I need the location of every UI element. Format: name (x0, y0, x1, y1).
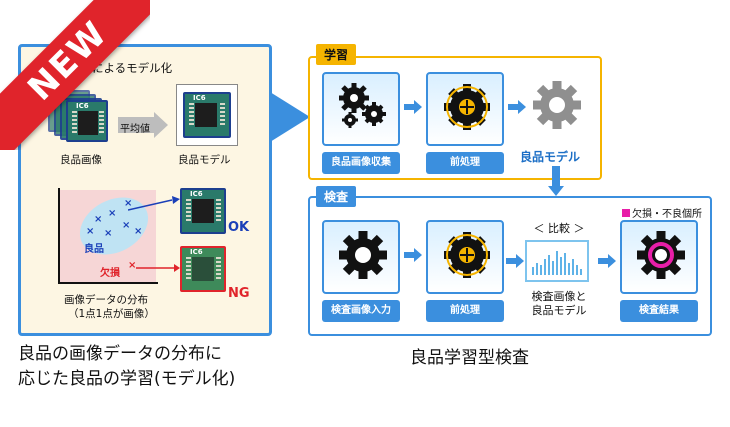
good-images-label: 良品画像 (60, 154, 102, 166)
defect-label: 欠損 (100, 268, 120, 279)
ok-pcb-image: IC6 (180, 188, 226, 234)
data-point: × (94, 214, 103, 225)
average-label: 平均値 (120, 124, 150, 135)
result-box (620, 220, 698, 294)
arrow-right-icon (508, 100, 526, 114)
input-image-label: 検査画像入力 (322, 300, 400, 322)
left-caption: 良品の画像データの分布に 応じた良品の学習(モデル化) (18, 344, 236, 389)
compare-sub-2: 良品モデル (531, 304, 587, 317)
good-model-label: 良品モデル (178, 154, 231, 166)
arrow-right-icon (404, 100, 422, 114)
waveform-icon (532, 251, 582, 275)
gear-input-icon (339, 231, 387, 279)
data-point: × (86, 226, 95, 237)
defect-point: × (128, 260, 137, 271)
arrow-right-icon (404, 248, 422, 262)
arrow-right-icon (598, 254, 616, 268)
collect-images-box (322, 72, 400, 146)
gear-model-icon (533, 81, 581, 129)
learning-tag: 学習 (316, 44, 357, 65)
distribution-label: 画像データの分布 (64, 294, 148, 306)
compare-sub-1: 検査画像と (531, 290, 587, 303)
inspect-preprocess-label: 前処理 (426, 300, 504, 322)
new-ribbon: NEW (0, 0, 150, 150)
inspect-preprocess-box (426, 220, 504, 294)
result-label: 検査結果 (620, 300, 698, 322)
good-model-result: 良品モデル (520, 150, 581, 164)
ok-label: OK (228, 220, 250, 235)
collect-images-label: 良品画像収集 (322, 152, 400, 174)
data-point: × (134, 226, 143, 237)
gears-icon (339, 83, 386, 128)
input-image-box (322, 220, 400, 294)
data-point: × (122, 220, 131, 231)
preprocess-label: 前処理 (426, 152, 504, 174)
distribution-sub-label: （1点1点が画像） (68, 308, 155, 320)
arrow-right-icon (506, 254, 524, 268)
pcb-image: IC6 (66, 100, 108, 142)
compare-chart (525, 240, 589, 282)
ng-label: NG (228, 286, 250, 301)
legend-defect: 欠損・不良個所 (632, 209, 702, 220)
gear-preprocess-icon (444, 232, 490, 278)
new-ribbon-text: NEW (0, 0, 150, 150)
preprocess-box (426, 72, 504, 146)
gear-preprocess-icon (444, 84, 490, 130)
ng-pcb-image: IC6 (180, 246, 226, 292)
plot-y-axis (58, 188, 60, 284)
ng-arrow-icon (136, 264, 180, 272)
good-model-image: IC6 (183, 92, 231, 138)
arrow-down-icon (548, 166, 564, 196)
inspection-tag: 検査 (316, 186, 357, 207)
good-label: 良品 (84, 244, 104, 255)
ok-arrow-icon (128, 196, 180, 211)
data-point: × (104, 228, 113, 239)
compare-title: ＜ 比較 ＞ (533, 222, 585, 235)
data-point: × (124, 198, 133, 209)
average-arrow-icon (118, 112, 168, 138)
flow-arrow-icon (270, 92, 310, 142)
right-caption: 良品学習型検査 (410, 348, 529, 368)
data-point: × (108, 208, 117, 219)
legend-swatch (622, 209, 630, 217)
gear-result-icon (637, 231, 685, 279)
plot-x-axis (58, 282, 158, 284)
